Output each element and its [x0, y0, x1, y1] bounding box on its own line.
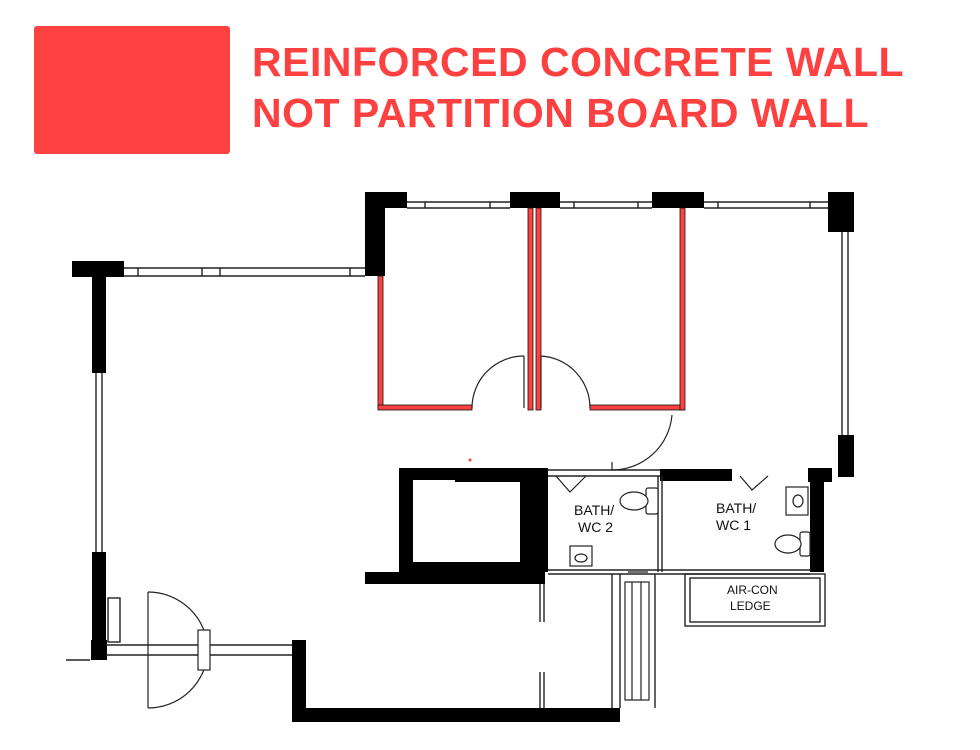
toilet-icon [619, 487, 811, 557]
legend-title-line-2: NOT PARTITION BOARD WALL [252, 90, 870, 136]
aircon-label-line-2: LEDGE [730, 599, 771, 613]
structural-walls [72, 192, 854, 722]
bath2-label-line-2: WC 2 [578, 519, 613, 535]
service-shaft [624, 571, 650, 701]
marker-dot [468, 458, 472, 462]
door-swing-icon [147, 355, 769, 709]
bath2-label-line-1: BATH/ [574, 502, 614, 518]
thin-walls [66, 201, 849, 708]
bath1-label-line-1: BATH/ [716, 500, 756, 516]
aircon-label-line-1: AIR-CON [727, 583, 778, 597]
legend-title-line-1: REINFORCED CONCRETE WALL [252, 39, 905, 85]
legend-swatch [34, 26, 230, 154]
reinforced-concrete-walls [377, 207, 686, 411]
sink-icon [569, 486, 809, 567]
bath1-label-line-2: WC 1 [716, 517, 751, 533]
